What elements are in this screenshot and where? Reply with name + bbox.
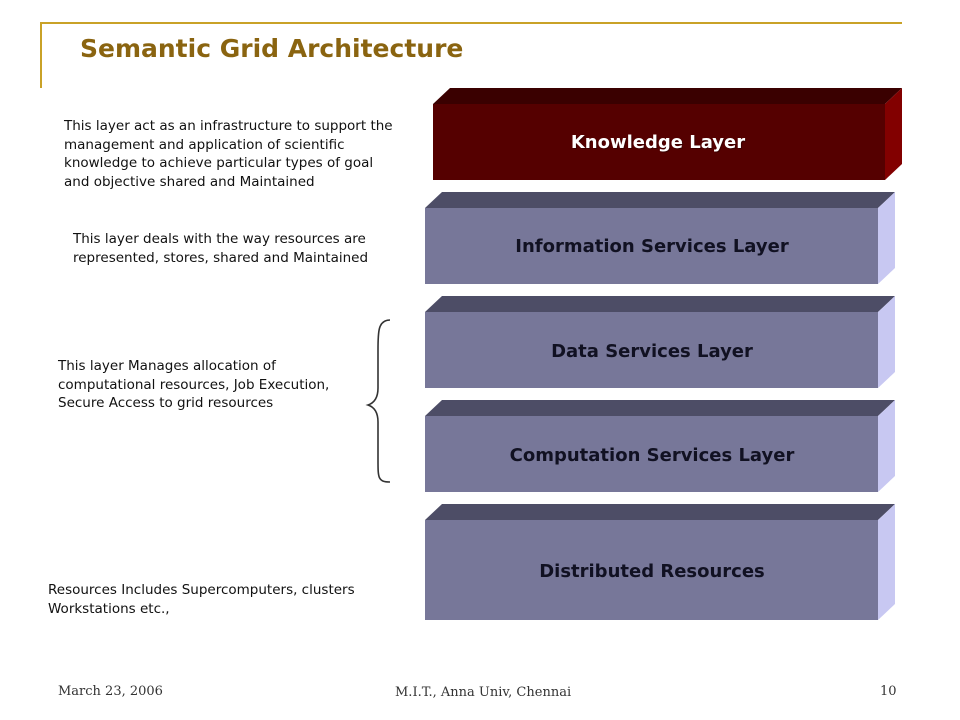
- information-layer-front-face: [425, 208, 878, 284]
- distributed-resources-block: Distributed Resources: [425, 504, 895, 620]
- knowledge-layer-side-face: [885, 88, 902, 180]
- computation-layer-label: Computation Services Layer: [510, 445, 795, 466]
- resources-label: Distributed Resources: [539, 561, 765, 582]
- information-layer-top-face: [425, 192, 895, 208]
- knowledge-layer-front-face: [433, 104, 885, 180]
- curly-brace: [365, 319, 391, 483]
- information-layer-label: Information Services Layer: [515, 236, 789, 257]
- frame-top-rule: [40, 22, 902, 24]
- data-layer-label: Data Services Layer: [551, 341, 753, 362]
- computation-services-layer-block: Computation Services Layer: [425, 400, 895, 492]
- computation-layer-front-face: [425, 416, 878, 492]
- resources-front-face: [425, 520, 878, 620]
- footer-organization: M.I.T., Anna Univ, Chennai: [395, 685, 572, 700]
- knowledge-layer-description: This layer act as an infrastructure to s…: [64, 118, 393, 190]
- resources-top-face: [425, 504, 895, 520]
- information-layer-side-face: [878, 192, 895, 284]
- knowledge-layer-block: Knowledge Layer Knowledge Layer: [433, 88, 902, 180]
- resources-description: Resources Includes Supercomputers, clust…: [48, 582, 355, 617]
- data-layer-top-face: [425, 296, 895, 312]
- knowledge-layer-top-face: [433, 88, 902, 104]
- data-layer-front-face: [425, 312, 878, 388]
- frame-left-rule: [40, 22, 42, 88]
- resources-side-face: [878, 504, 895, 620]
- data-layer-side-face: [878, 296, 895, 388]
- data-services-layer-block: Data Services Layer: [425, 296, 895, 388]
- computation-layer-top-face: [425, 400, 895, 416]
- computation-layer-description: This layer Manages allocation of computa…: [58, 358, 330, 411]
- information-layer-description: This layer deals with the way resources …: [73, 231, 369, 266]
- information-services-layer-block: Information Services Layer: [425, 192, 895, 284]
- computation-layer-side-face: [878, 400, 895, 492]
- knowledge-layer-label-shadow: Knowledge Layer: [572, 133, 746, 154]
- knowledge-layer-label: Knowledge Layer: [571, 132, 745, 153]
- footer-page-number: 10: [880, 684, 897, 699]
- footer-date: March 23, 2006: [58, 684, 163, 699]
- slide-title: Semantic Grid Architecture: [80, 34, 464, 63]
